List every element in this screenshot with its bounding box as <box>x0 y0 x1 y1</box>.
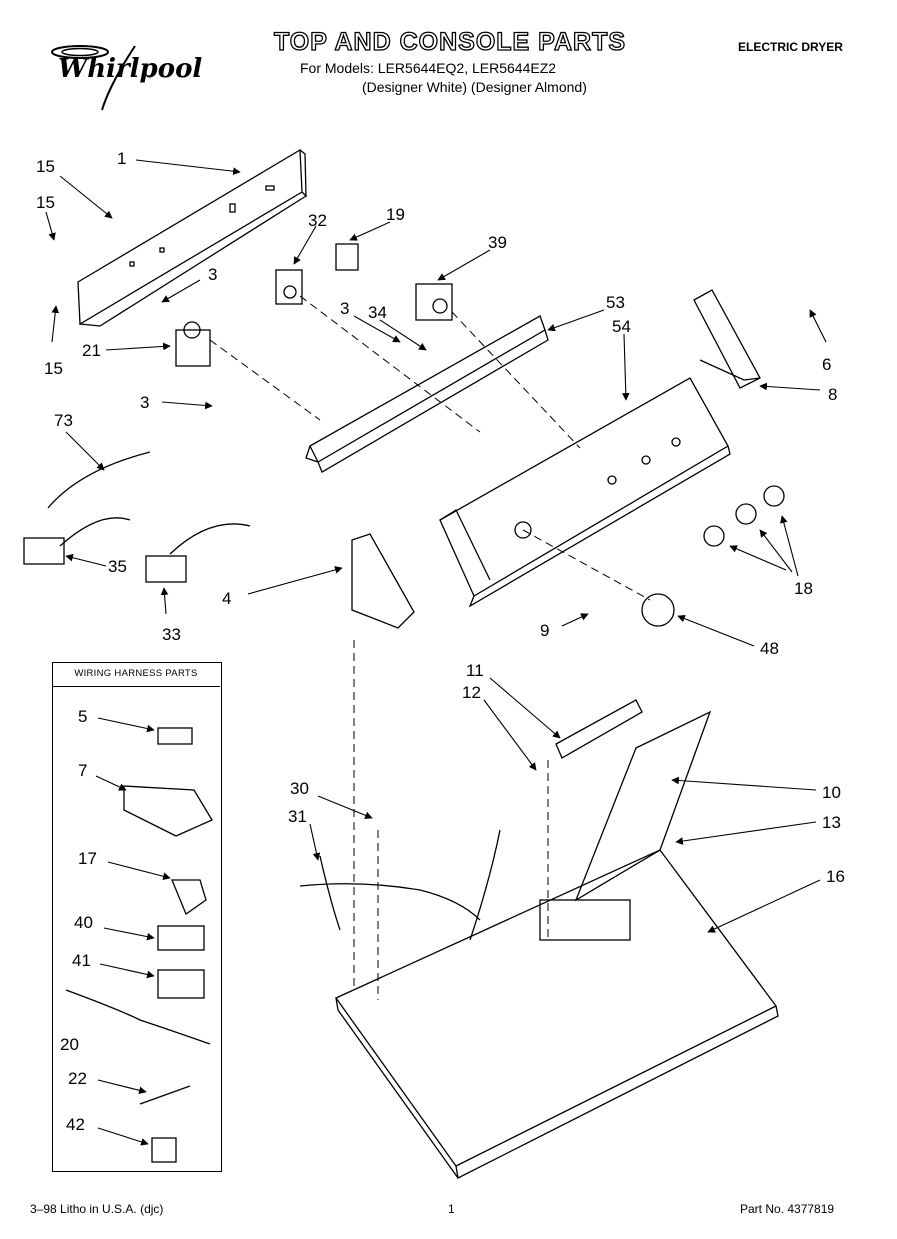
knob-48 <box>641 593 675 627</box>
callout-21: 21 <box>82 341 101 360</box>
callout-6: 6 <box>822 355 832 374</box>
wiring-harness-box <box>52 662 222 1172</box>
whirlpool-swirl-icon <box>51 45 136 111</box>
callout-1: 1 <box>117 149 127 168</box>
footer-litho: 3–98 Litho in U.S.A. (djc) <box>30 1202 164 1216</box>
callout-42: 42 <box>66 1115 85 1134</box>
callout-15: 15 <box>36 157 55 176</box>
callout-11: 11 <box>466 661 484 680</box>
color-list: (Designer White) (Designer Almond) <box>362 79 587 95</box>
harness-part-7 <box>123 785 213 837</box>
part-number: Part No. 4377819 <box>740 1202 835 1216</box>
product-type: ELECTRIC DRYER <box>738 40 843 54</box>
console-bracket-4 <box>351 533 415 629</box>
callout-53: 53 <box>606 293 625 312</box>
connector-35 <box>23 537 65 565</box>
harness-part-40 <box>157 925 205 951</box>
callout-39: 39 <box>488 233 507 252</box>
callout-leaders <box>45 159 827 1146</box>
harness-part-42 <box>151 1137 177 1163</box>
page-title: TOP AND CONSOLE PARTS <box>273 27 627 56</box>
main-harness <box>299 829 501 941</box>
wiring-harness-title: WIRING HARNESS PARTS <box>74 668 198 679</box>
callout-17: 17 <box>78 849 97 868</box>
callout-20: 20 <box>60 1035 79 1054</box>
lint-screen <box>574 710 712 902</box>
model-list: For Models: LER5644EQ2, LER5644EZ2 <box>300 60 557 76</box>
callout-33: 33 <box>162 625 181 644</box>
harness-title-divider <box>52 686 220 687</box>
callout-15: 15 <box>44 359 63 378</box>
callout-7: 7 <box>78 761 88 780</box>
callout-31: 31 <box>288 807 307 826</box>
callout-18: 18 <box>794 579 813 598</box>
brand-wordmark: Whirlpool <box>58 54 203 84</box>
timer-21 <box>175 321 211 367</box>
callout-8: 8 <box>828 385 838 404</box>
callout-35: 35 <box>108 557 127 576</box>
connector-33 <box>145 555 187 583</box>
callout-48: 48 <box>760 639 779 658</box>
harness-33 <box>169 523 251 555</box>
callout-40: 40 <box>74 913 93 932</box>
callout-22: 22 <box>68 1069 87 1088</box>
callout-13: 13 <box>822 813 841 832</box>
lint-cover <box>555 699 643 759</box>
callout-9: 9 <box>540 621 550 640</box>
harness-part-22 <box>139 1085 191 1105</box>
callout-19: 19 <box>386 205 405 224</box>
switch-39 <box>415 283 453 321</box>
page-number: 1 <box>448 1202 455 1216</box>
callout-12: 12 <box>462 683 481 702</box>
callout-34: 34 <box>368 303 387 322</box>
callout-10: 10 <box>822 783 841 802</box>
harness-part-41 <box>157 969 205 999</box>
callout-32: 32 <box>308 211 327 230</box>
switch-19 <box>335 243 359 271</box>
callout-4: 4 <box>222 589 232 608</box>
console-rail <box>305 315 549 473</box>
callout-54: 54 <box>612 317 631 336</box>
harness-35 <box>59 517 131 547</box>
whirlpool-logo <box>40 44 210 114</box>
callout-16: 16 <box>826 867 845 886</box>
callout-3: 3 <box>340 299 350 318</box>
callout-15: 15 <box>36 193 55 212</box>
callout-41: 41 <box>72 951 91 970</box>
harness-73 <box>47 451 151 509</box>
top-panel <box>335 849 779 1179</box>
control-panel-plate <box>77 148 307 327</box>
knobs-18 <box>703 485 785 547</box>
harness-part-5 <box>157 727 193 745</box>
alignment-lines <box>209 295 651 1000</box>
harness-part-20 <box>65 989 211 1045</box>
console-end-cap <box>693 289 761 389</box>
console-housing <box>439 377 731 608</box>
callout-5: 5 <box>78 707 88 726</box>
callout-73: 73 <box>54 411 73 430</box>
callout-3: 3 <box>140 393 150 412</box>
callout-30: 30 <box>290 779 309 798</box>
harness-part-17 <box>171 879 207 915</box>
callout-3: 3 <box>208 265 218 284</box>
switch-32 <box>275 269 303 305</box>
